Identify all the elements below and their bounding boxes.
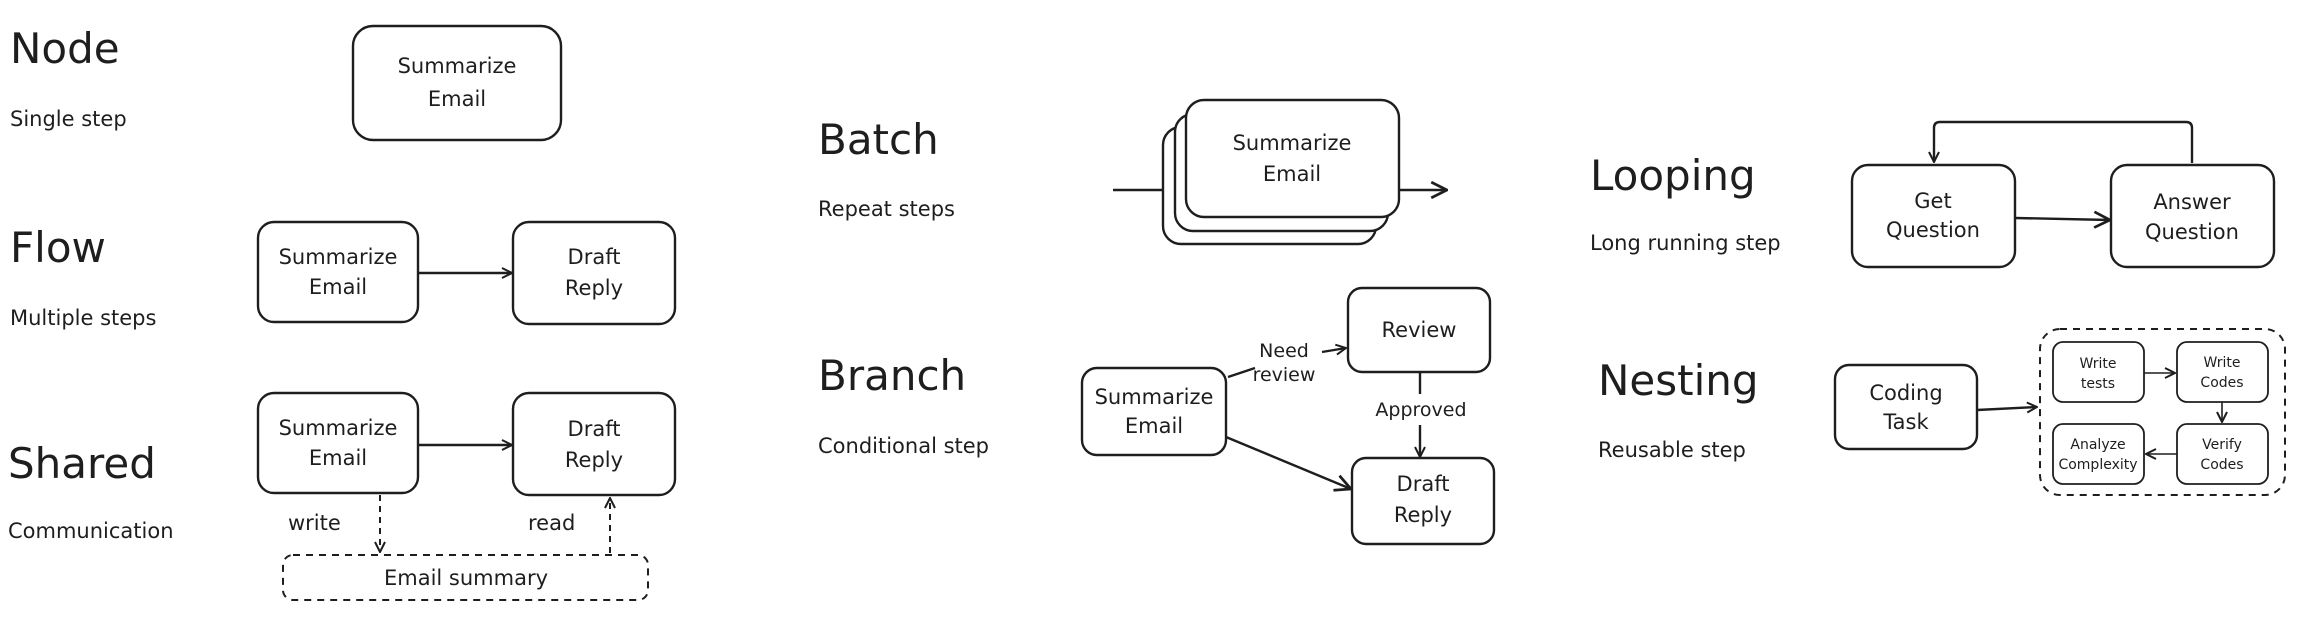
svg-text:Question: Question [2145,220,2239,244]
email-summary-store: Email summary [282,554,649,601]
nest-verify-codes: Verify Codes [2176,423,2269,485]
svg-text:Reply: Reply [565,276,623,300]
svg-text:Summarize: Summarize [279,245,398,269]
need-review-label-2: review [1253,364,1316,386]
nest-entry-arrow [1976,407,2037,410]
need-review-label-1: Need [1259,340,1309,362]
loop-answer-question: Answer Question [2109,163,2276,269]
svg-text:Email: Email [1125,414,1183,438]
svg-text:Task: Task [1882,410,1929,434]
svg-text:Email: Email [309,275,367,299]
svg-text:Answer: Answer [2153,190,2231,214]
shared-subtitle: Communication [8,519,174,543]
svg-text:Draft: Draft [568,245,621,269]
node-title: Node [10,24,120,73]
nest-write-tests: Write tests [2052,341,2145,403]
approved-label: Approved [1375,399,1466,421]
svg-text:Write: Write [2204,355,2241,371]
branch-review: Review [1346,286,1492,374]
nested-flow-container [2039,328,2286,496]
nest-coding-task: Coding Task [1833,363,1979,451]
shared-title: Shared [8,439,156,488]
svg-text:Get: Get [1914,189,1951,213]
svg-text:Question: Question [1886,218,1980,242]
svg-text:Analyze: Analyze [2070,437,2125,453]
looping-subtitle: Long running step [1590,231,1781,255]
svg-text:Reply: Reply [565,448,623,472]
svg-text:Reply: Reply [1394,503,1452,527]
svg-text:Summarize: Summarize [1095,385,1214,409]
svg-text:Email summary: Email summary [384,566,548,590]
svg-text:Summarize: Summarize [1233,131,1352,155]
flow-summarize-email: Summarize Email [256,220,420,324]
branch-title: Branch [818,351,966,400]
need-review-arrow-a [1227,366,1256,379]
flow-draft-reply: Draft Reply [511,220,677,326]
batch-summarize-email-stack: Summarize Email [1113,98,1447,246]
svg-text:Draft: Draft [1397,472,1450,496]
svg-text:Codes: Codes [2200,457,2243,473]
read-label: read [528,511,575,535]
svg-text:Summarize: Summarize [279,416,398,440]
nest-analyze-complexity: Analyze Complexity [2052,423,2145,485]
batch-subtitle: Repeat steps [818,197,955,221]
shared-draft-reply: Draft Reply [511,391,677,497]
svg-text:Email: Email [428,87,486,111]
nesting-title: Nesting [1598,356,1759,405]
svg-text:Codes: Codes [2200,375,2243,391]
write-label: write [288,511,341,535]
branch-draft-reply: Draft Reply [1350,456,1496,546]
svg-text:Complexity: Complexity [2058,457,2137,473]
flow-subtitle: Multiple steps [10,306,156,330]
flow-title: Flow [10,223,106,272]
svg-text:Summarize: Summarize [398,54,517,78]
svg-text:Email: Email [309,446,367,470]
svg-text:Draft: Draft [568,417,621,441]
branch-summarize-email: Summarize Email [1080,366,1228,457]
nest-write-codes: Write Codes [2176,341,2269,403]
node-summarize-email: Summarize Email [351,24,563,142]
nesting-subtitle: Reusable step [1598,438,1746,462]
loop-forward-arrow [2014,218,2110,220]
branch-subtitle: Conditional step [818,434,989,458]
svg-text:Verify: Verify [2202,437,2242,453]
svg-text:Coding: Coding [1869,381,1942,405]
svg-text:Review: Review [1382,318,1457,342]
shared-summarize-email: Summarize Email [256,391,420,495]
svg-text:Email: Email [1263,162,1321,186]
loop-get-question: Get Question [1850,163,2017,269]
batch-title: Batch [818,115,939,164]
branch-direct-arrow [1225,435,1351,489]
looping-title: Looping [1590,151,1756,200]
loop-back-arrow [1934,120,2194,163]
svg-text:tests: tests [2081,376,2115,392]
svg-text:Write: Write [2080,356,2117,372]
need-review-arrow-b [1321,348,1346,352]
node-subtitle: Single step [10,107,127,131]
